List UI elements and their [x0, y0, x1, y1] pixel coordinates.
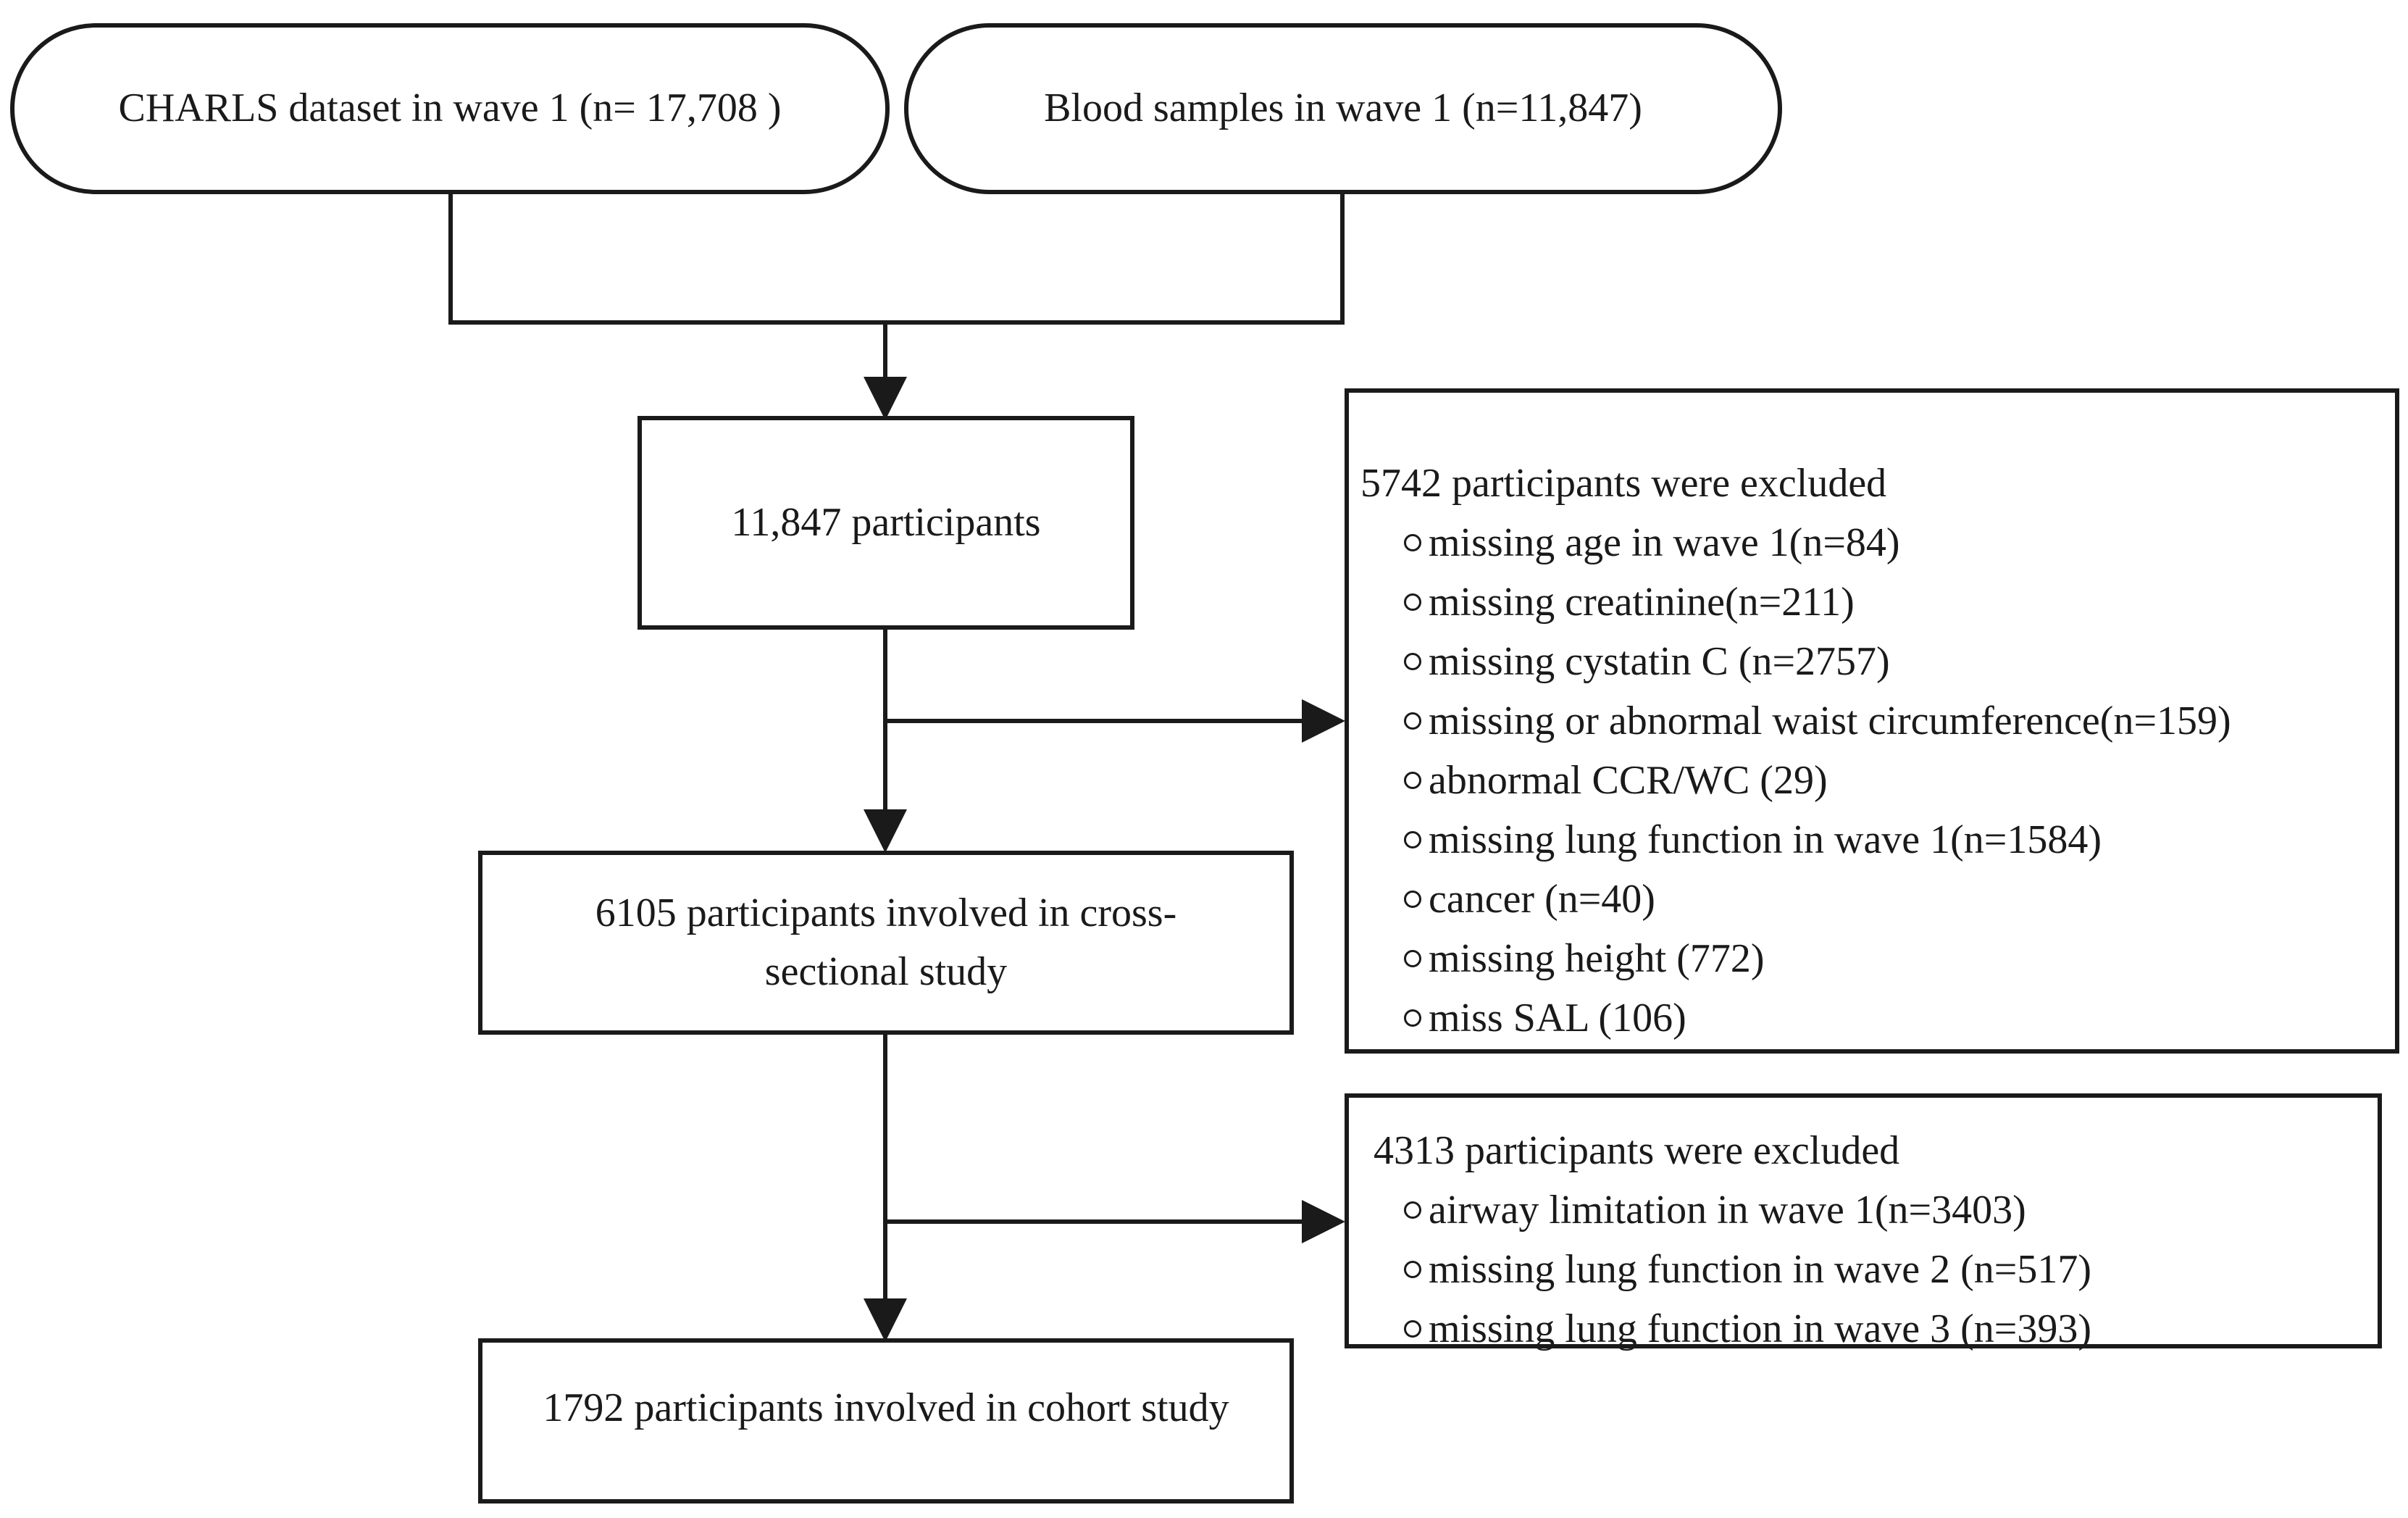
circle-bullet-icon — [1404, 772, 1421, 789]
circle-bullet-icon — [1404, 593, 1421, 611]
step-box-2-label: 6105 participants involved in cross-sect… — [595, 890, 1177, 994]
step-box-1: 11,847 participants — [637, 416, 1134, 630]
exclusion-item: airway limitation in wave 1(n=3403) — [1404, 1180, 2378, 1240]
circle-bullet-icon — [1404, 891, 1421, 908]
circle-bullet-icon — [1404, 1009, 1421, 1027]
exclusion-box-2: 4313 participants were excluded airway l… — [1345, 1093, 2382, 1351]
exclusion-item: missing lung function in wave 2 (n=517) — [1404, 1240, 2378, 1299]
source-box-charls-label: CHARLS dataset in wave 1 (n= 17,708 ) — [118, 86, 782, 131]
circle-bullet-icon — [1404, 1320, 1421, 1338]
step-box-2: 6105 participants involved in cross-sect… — [478, 851, 1294, 1035]
exclusion-item: cancer (n=40) — [1404, 869, 2395, 929]
exclusion-item: missing height (772) — [1404, 929, 2395, 988]
step-box-1-label: 11,847 participants — [731, 499, 1041, 545]
exclusion-box-1-list: missing age in wave 1(n=84) missing crea… — [1360, 513, 2395, 1048]
source-box-blood-samples-label: Blood samples in wave 1 (n=11,847) — [1044, 86, 1642, 131]
exclusion-item: miss SAL (106) — [1404, 988, 2395, 1048]
exclusion-item: missing creatinine(n=211) — [1404, 572, 2395, 632]
circle-bullet-icon — [1404, 950, 1421, 967]
exclusion-box-2-title: 4313 participants were excluded — [1374, 1128, 1900, 1173]
source-box-blood-samples: Blood samples in wave 1 (n=11,847) — [904, 23, 1782, 194]
exclusion-box-2-list: airway limitation in wave 1(n=3403) miss… — [1360, 1180, 2378, 1359]
circle-bullet-icon — [1404, 712, 1421, 730]
circle-bullet-icon — [1404, 653, 1421, 670]
exclusion-item: abnormal CCR/WC (29) — [1404, 751, 2395, 810]
circle-bullet-icon — [1404, 1201, 1421, 1219]
exclusion-item: missing cystatin C (n=2757) — [1404, 632, 2395, 691]
exclusion-box-1-title: 5742 participants were excluded — [1360, 461, 1887, 506]
circle-bullet-icon — [1404, 1261, 1421, 1278]
exclusion-item: missing lung function in wave 3 (n=393) — [1404, 1299, 2378, 1359]
step-box-3-label: 1792 participants involved in cohort stu… — [543, 1385, 1229, 1430]
circle-bullet-icon — [1404, 831, 1421, 848]
step-box-3: 1792 participants involved in cohort stu… — [478, 1338, 1294, 1504]
circle-bullet-icon — [1404, 534, 1421, 551]
exclusion-item: missing or abnormal waist circumference(… — [1404, 691, 2395, 751]
exclusion-item: missing age in wave 1(n=84) — [1404, 513, 2395, 572]
source-box-charls: CHARLS dataset in wave 1 (n= 17,708 ) — [10, 23, 890, 194]
exclusion-box-1: 5742 participants were excluded missing … — [1345, 388, 2399, 1054]
exclusion-item: missing lung function in wave 1(n=1584) — [1404, 810, 2395, 869]
merge-connector — [448, 192, 1345, 325]
